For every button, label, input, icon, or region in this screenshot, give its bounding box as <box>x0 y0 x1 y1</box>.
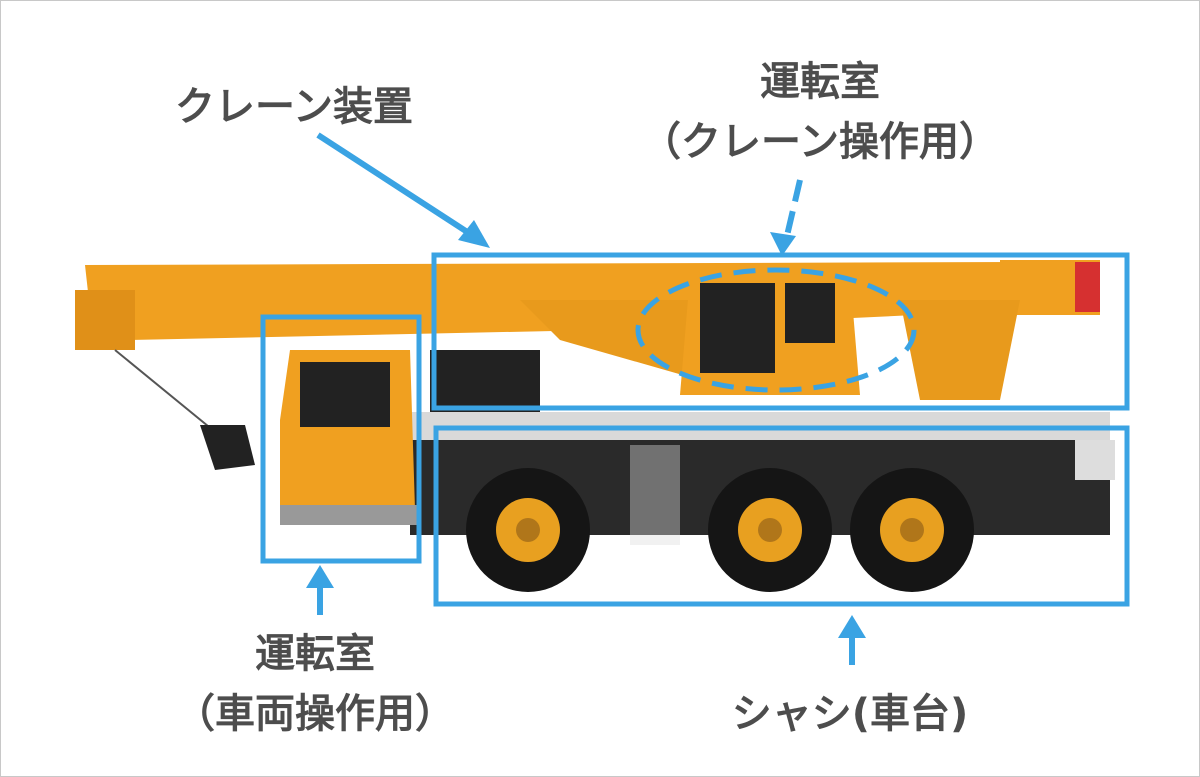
crane-device-box <box>431 252 1130 411</box>
vehicle-cab-title: 運転室 <box>255 631 375 677</box>
vehicle-cab-subtitle: （車両操作用） <box>175 691 455 737</box>
crane-device-arrow <box>316 132 477 240</box>
crane-cab-ellipse <box>635 267 917 393</box>
crane-cab-title: 運転室 <box>760 59 880 105</box>
chassis-label: シャシ(車台) <box>731 691 969 737</box>
chassis-box <box>433 425 1130 607</box>
crane-cab-arrow <box>783 179 803 241</box>
vehicle-cab-box <box>260 314 422 564</box>
crane-cab-subtitle: （クレーン操作用） <box>641 119 999 165</box>
crane-truck-photo <box>75 260 1115 592</box>
crane-device-label: クレーン装置 <box>175 84 413 130</box>
